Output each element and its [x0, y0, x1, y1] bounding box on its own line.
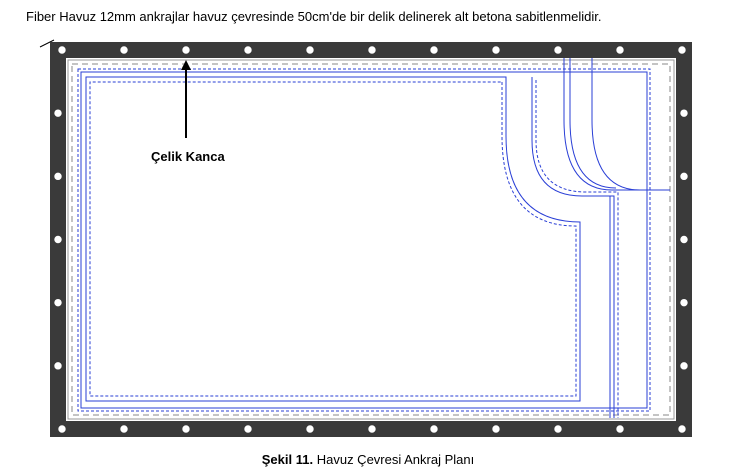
- anchor-hole: [368, 425, 376, 433]
- anchor-hole: [58, 425, 66, 433]
- anchor-hole: [368, 46, 376, 54]
- anchor-hole: [430, 46, 438, 54]
- anchor-hole: [616, 425, 624, 433]
- hook-arrow-head: [181, 60, 191, 70]
- anchor-plan-diagram: Çelik Kanca: [39, 39, 692, 437]
- anchor-hole: [306, 46, 314, 54]
- anchor-hole: [306, 425, 314, 433]
- step-curve-1: [531, 77, 615, 418]
- step-curve-2: [535, 80, 619, 418]
- inner-border: [67, 59, 675, 420]
- anchor-hole: [430, 425, 438, 433]
- anchor-hole: [120, 46, 128, 54]
- anchor-hole: [678, 46, 686, 54]
- step-curve-3: [563, 58, 670, 191]
- dashed-perimeter: [71, 63, 671, 416]
- figure-caption: Şekil 11. Havuz Çevresi Ankraj Planı: [0, 452, 736, 467]
- figure-number: Şekil 11.: [261, 452, 314, 467]
- anchor-hole: [680, 172, 688, 181]
- anchor-hole: [554, 425, 562, 433]
- figure-title: Havuz Çevresi Ankraj Planı: [316, 452, 475, 467]
- corner-tick: [39, 39, 55, 48]
- pool-basin-inner: [89, 81, 577, 397]
- anchor-hole: [54, 362, 62, 370]
- anchor-hole: [680, 109, 688, 117]
- anchor-hole: [244, 425, 252, 433]
- anchor-hole: [54, 235, 62, 244]
- anchor-hole: [58, 46, 66, 54]
- anchor-hole: [244, 46, 252, 54]
- anchor-hole: [492, 46, 500, 54]
- anchor-hole: [54, 172, 62, 181]
- step-curve-5: [591, 58, 670, 191]
- pool-basin: [85, 76, 581, 402]
- anchor-hole: [54, 298, 62, 307]
- anchor-hole: [680, 362, 688, 370]
- anchor-hole: [678, 425, 686, 433]
- instruction-text: Fiber Havuz 12mm ankrajlar havuz çevresi…: [26, 9, 602, 24]
- steel-hook-label: Çelik Kanca: [151, 149, 225, 164]
- anchor-holes: [54, 46, 688, 433]
- anchor-hole: [182, 425, 190, 433]
- anchor-hole: [616, 46, 624, 54]
- anchor-hole: [680, 235, 688, 244]
- anchor-hole: [54, 109, 62, 117]
- anchor-hole: [182, 46, 190, 54]
- anchor-hole: [492, 425, 500, 433]
- anchor-hole: [680, 298, 688, 307]
- step-curve-4: [569, 58, 617, 189]
- anchor-frame: [50, 42, 692, 437]
- pool-outline: [77, 58, 670, 418]
- anchor-hole: [120, 425, 128, 433]
- anchor-hole: [554, 46, 562, 54]
